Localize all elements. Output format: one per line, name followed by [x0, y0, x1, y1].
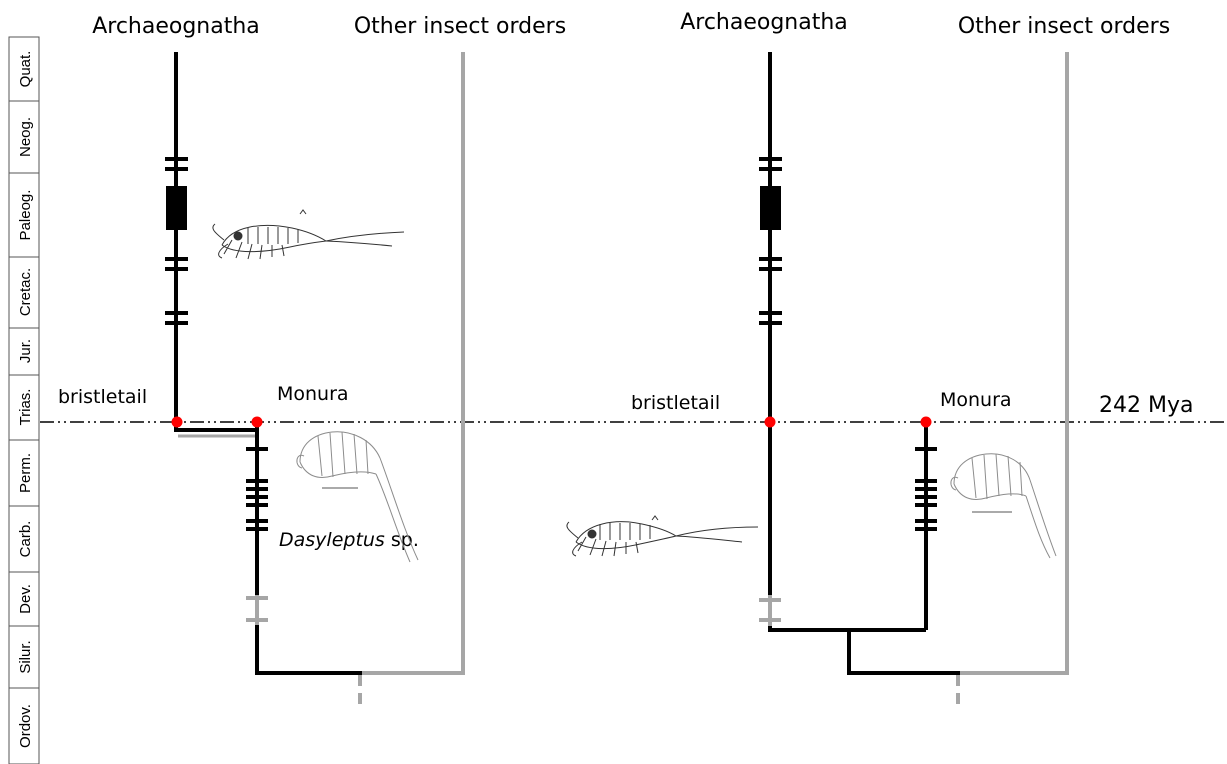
fossil-block-archaeognatha-right — [760, 186, 781, 230]
other-orders-branch — [360, 52, 463, 673]
bristletail-label-right: bristletail — [631, 392, 720, 414]
monura-label-right: Monura — [940, 389, 1012, 411]
other-orders-title-right: Other insect orders — [958, 14, 1170, 39]
period-label: Cretac. — [17, 268, 34, 316]
period-label: Jur. — [17, 339, 34, 363]
period-label: Neog. — [17, 117, 34, 157]
time-scale: Quat. Neog. Paleog. Cretac. Jur. Trias. … — [9, 37, 39, 764]
root-branch-right — [849, 630, 960, 673]
archaeognatha-title-right: Archaeognatha — [680, 10, 848, 35]
bristletail-fossil-drawing-right — [567, 516, 758, 556]
period-label: Silur. — [17, 640, 34, 673]
fossil-point-bristletail — [172, 417, 183, 428]
fossil-block-archaeognatha — [166, 186, 187, 230]
fossil-point-monura-right — [921, 417, 932, 428]
period-label: Perm. — [17, 453, 34, 493]
period-label: Ordov. — [17, 704, 34, 748]
other-orders-title: Other insect orders — [354, 14, 566, 39]
period-label: Trias. — [17, 389, 34, 426]
left-tree: Archaeognatha Other insect orders bristl… — [58, 14, 566, 710]
archaeognatha-branch — [176, 52, 257, 430]
period-label: Quat. — [17, 51, 34, 88]
period-label: Carb. — [17, 521, 34, 558]
dasyleptus-genus: Dasyleptus — [279, 529, 385, 551]
archaeognatha-root-right — [770, 626, 926, 630]
period-label: Dev. — [17, 584, 34, 614]
monura-label: Monura — [277, 383, 349, 405]
archaeognatha-title: Archaeognatha — [92, 14, 260, 39]
bristletail-fossil-drawing — [213, 210, 404, 259]
bristletail-label: bristletail — [58, 386, 147, 408]
right-tree: Archaeognatha Other insect orders bristl… — [567, 10, 1194, 710]
monura-root-branch — [257, 625, 362, 673]
age-label: 242 Mya — [1099, 393, 1193, 418]
monura-fossil-drawing-right — [951, 454, 1056, 558]
fossil-point-bristletail-right — [765, 417, 776, 428]
period-label: Paleog. — [17, 190, 34, 241]
dasyleptus-sp: sp. — [385, 529, 419, 551]
other-orders-branch-right — [958, 52, 1067, 673]
fossil-point-monura — [252, 417, 263, 428]
